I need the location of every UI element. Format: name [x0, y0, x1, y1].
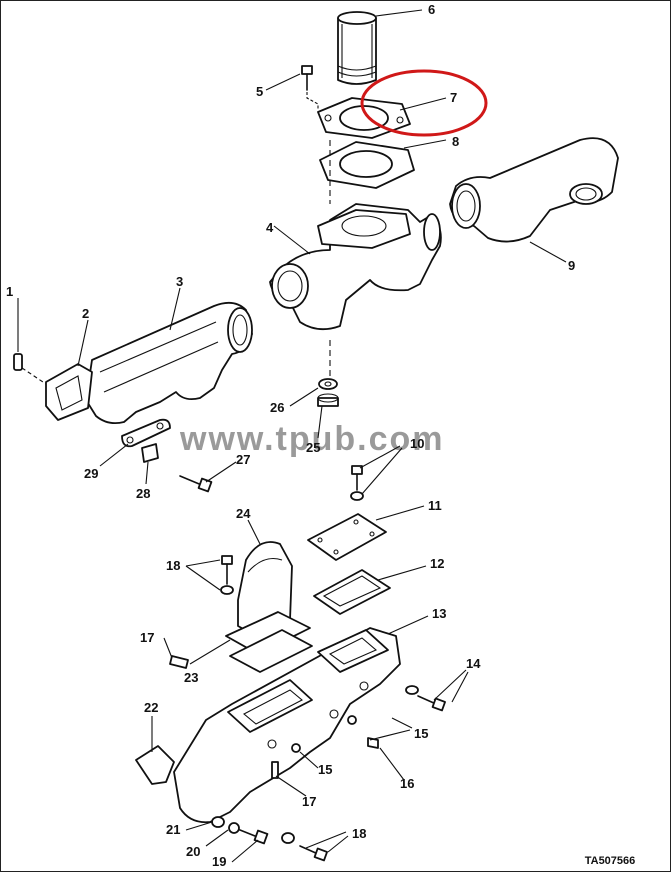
- callout-3: 3: [176, 274, 183, 289]
- callout-14: 14: [466, 656, 481, 671]
- callout-8: 8: [452, 134, 459, 149]
- part-17-stud-upper: [169, 655, 189, 669]
- part-20-washer: [228, 822, 240, 834]
- part-5-bolt: [301, 65, 319, 110]
- callout-7: 7: [450, 90, 457, 105]
- callout-29: 29: [84, 466, 98, 481]
- callout-10: 10: [410, 436, 424, 451]
- part-6-pipe: [337, 11, 377, 85]
- part-13-manifold: [173, 627, 401, 824]
- callout-17-lower: 17: [302, 794, 316, 809]
- callout-19: 19: [212, 854, 226, 869]
- part-15-studs: [291, 715, 357, 753]
- callout-12: 12: [430, 556, 444, 571]
- callout-1: 1: [6, 284, 13, 299]
- highlight-circle: [360, 69, 488, 137]
- callout-15-right: 15: [414, 726, 428, 741]
- part-9-pipe-bend: [449, 137, 619, 243]
- callout-25: 25: [306, 440, 320, 455]
- part-21-washer: [211, 816, 225, 828]
- callout-labels: 1 2 3 4 5 6 7 8 9 10 11 12 13 14 15 15 1…: [6, 2, 575, 869]
- part-12-gasket: [313, 569, 391, 615]
- callout-17-upper: 17: [140, 630, 154, 645]
- part-25-nut: [317, 393, 339, 407]
- part-22-gasket: [135, 745, 175, 785]
- part-18-bolt-upper: [220, 555, 234, 595]
- part-10-bolt: [350, 465, 364, 501]
- callout-16: 16: [400, 776, 414, 791]
- callout-18-lower: 18: [352, 826, 366, 841]
- part-26-washer: [318, 378, 338, 390]
- part-18-bolt-lower: [281, 832, 328, 862]
- leader-lines: [17, 9, 567, 863]
- callout-28: 28: [136, 486, 150, 501]
- part-19-bolt: [239, 829, 269, 845]
- part-27-bolt: [179, 475, 213, 493]
- callout-24: 24: [236, 506, 251, 521]
- callout-15-center: 15: [318, 762, 332, 777]
- callout-20: 20: [186, 844, 200, 859]
- part-11-cover-plate: [307, 513, 387, 561]
- callout-9: 9: [568, 258, 575, 273]
- part-17-stud-lower: [271, 761, 279, 779]
- callout-2: 2: [82, 306, 89, 321]
- figure-code: TA507566: [585, 855, 636, 867]
- callout-6: 6: [428, 2, 435, 17]
- callout-11: 11: [428, 498, 442, 513]
- callout-23: 23: [184, 670, 198, 685]
- part-29-clamp: [121, 418, 171, 448]
- part-1-stud: [13, 353, 47, 385]
- callout-5: 5: [256, 84, 263, 99]
- callout-4: 4: [266, 220, 274, 235]
- part-4-elbow: [269, 203, 442, 331]
- part-2-gasket: [45, 363, 93, 421]
- part-28-spacer: [141, 443, 159, 463]
- part-3-manifold: [85, 301, 253, 425]
- callout-22: 22: [144, 700, 158, 715]
- callout-18-upper: 18: [166, 558, 180, 573]
- callout-26: 26: [270, 400, 284, 415]
- part-8-gasket: [319, 141, 415, 189]
- part-14-bolts: [405, 685, 446, 712]
- callout-21: 21: [166, 822, 180, 837]
- callout-13: 13: [432, 606, 446, 621]
- callout-27: 27: [236, 452, 250, 467]
- part-23-gasket: [225, 611, 313, 673]
